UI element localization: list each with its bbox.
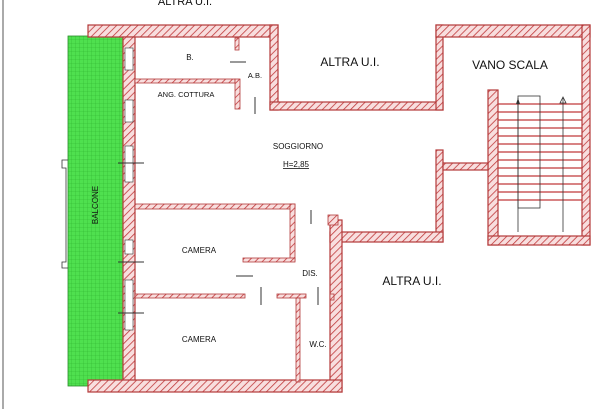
label-altra-middle: ALTRA U.I.	[320, 55, 379, 69]
stair-arrows	[516, 95, 567, 232]
label-camera-2: CAMERA	[182, 335, 217, 344]
room-labels: ALTRA U.I. ALTRA U.I. VANO SCALA B. A.B.…	[91, 0, 548, 349]
label-disimpegno: DIS.	[302, 269, 318, 278]
label-antibagno: A.B.	[248, 71, 262, 80]
label-height: H=2,85	[283, 160, 310, 169]
label-wc: W.C.	[309, 340, 326, 349]
label-camera-1: CAMERA	[182, 246, 217, 255]
label-soggiorno: SOGGIORNO	[273, 142, 323, 151]
label-balcone: BALCONE	[91, 186, 100, 224]
partitions	[134, 37, 339, 383]
label-altra-top: ALTRA U.I.	[158, 0, 212, 8]
label-angolo-cottura: ANG. COTTURA	[158, 90, 215, 99]
label-vano-scala: VANO SCALA	[472, 58, 548, 72]
label-altra-right: ALTRA U.I.	[382, 274, 441, 288]
label-bagno: B.	[186, 53, 194, 62]
